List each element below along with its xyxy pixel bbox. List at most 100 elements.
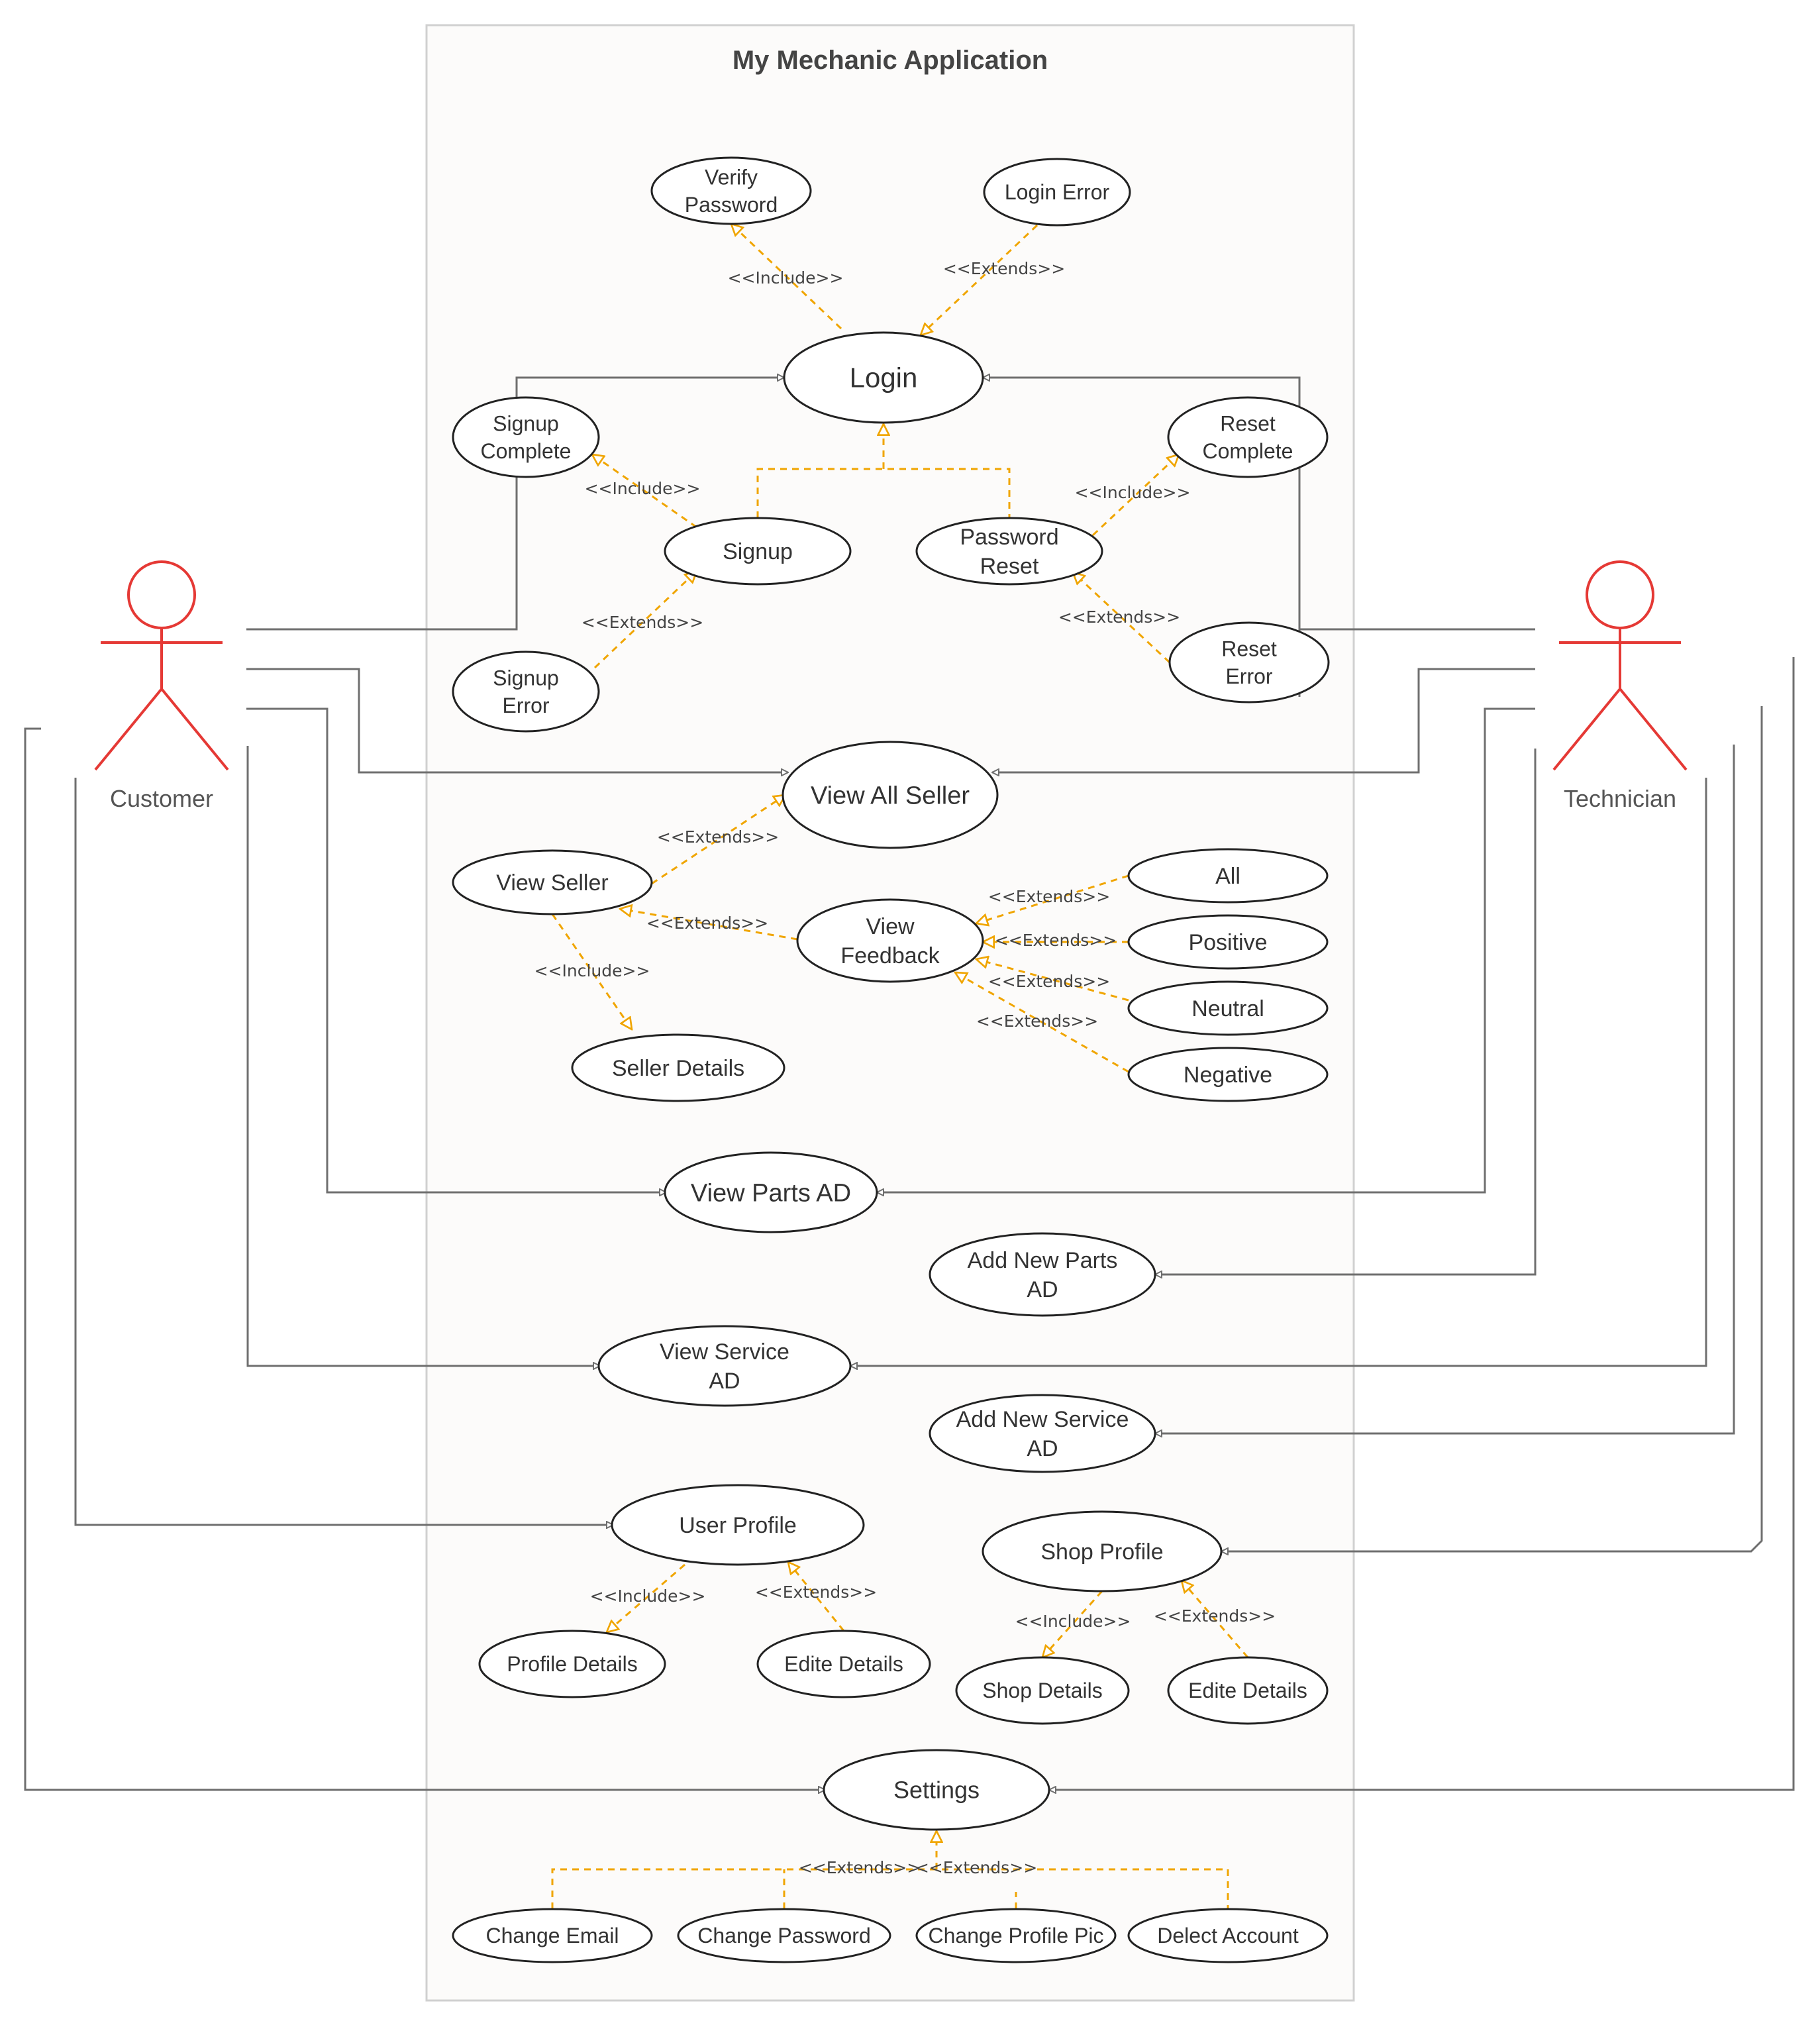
use-case-ellipse	[597, 1325, 852, 1407]
use-case-label: AD	[709, 1369, 740, 1394]
use-case-label: Edite Details	[784, 1652, 903, 1676]
use-case-label: Error	[502, 694, 549, 717]
use-case-label: Feedback	[840, 943, 940, 968]
use-case-label: Signup	[493, 411, 559, 435]
use-case-label: Signup	[493, 666, 559, 690]
dependency-signup-complete	[592, 454, 697, 529]
use-case-user-profile[interactable]: User Profile	[611, 1484, 865, 1566]
relation-label-settings-left: <<Extends>>	[799, 1858, 921, 1877]
association-cust-service	[246, 746, 600, 1366]
use-case-user-edite-details[interactable]: Edite Details	[756, 1630, 931, 1698]
use-case-label: Shop Details	[982, 1679, 1102, 1702]
use-case-shop-profile[interactable]: Shop Profile	[982, 1510, 1223, 1592]
dependency-feedback-seller	[620, 909, 798, 941]
customer-label: Customer	[110, 785, 213, 812]
use-case-ellipse	[915, 517, 1103, 586]
use-case-label: Password	[685, 193, 778, 217]
use-case-seller-details[interactable]: Seller Details	[571, 1033, 785, 1102]
use-case-delect-account[interactable]: Delect Account	[1127, 1908, 1329, 1963]
relation-label-view-feedback: <<Extends>>	[646, 913, 768, 933]
use-case-view-seller[interactable]: View Seller	[452, 849, 653, 915]
use-case-ellipse	[1127, 1047, 1329, 1102]
use-case-label: Complete	[481, 439, 572, 463]
association-tech-add-parts	[1155, 749, 1537, 1274]
use-case-ellipse	[611, 1484, 865, 1566]
use-case-label: AD	[1027, 1436, 1058, 1461]
use-case-label: Change Password	[697, 1924, 870, 1948]
customer-left-leg	[94, 688, 163, 771]
relation-label-all: <<Extends>>	[988, 887, 1110, 906]
use-case-label: Complete	[1203, 439, 1293, 463]
relation-label-shop-details: <<Include>>	[1015, 1612, 1131, 1631]
use-case-login[interactable]: Login	[783, 331, 984, 424]
use-case-shop-edite-details[interactable]: Edite Details	[1167, 1656, 1329, 1725]
use-case-label: Add New Service	[956, 1407, 1129, 1432]
use-case-ellipse	[1127, 914, 1329, 970]
use-case-neutral[interactable]: Neutral	[1127, 980, 1329, 1036]
relation-label-positive: <<Extends>>	[995, 931, 1117, 950]
use-case-ellipse	[783, 331, 984, 424]
use-case-label: Change Profile Pic	[928, 1924, 1103, 1948]
use-case-label: View Seller	[496, 870, 608, 896]
use-case-label: View Parts AD	[691, 1179, 851, 1207]
use-case-label: Positive	[1188, 930, 1267, 955]
use-case-view-parts-ad[interactable]: View Parts AD	[664, 1151, 878, 1233]
relation-label-seller-details: <<Include>>	[534, 961, 650, 980]
dependency-neu-feedback	[976, 959, 1129, 1002]
actor-technician[interactable]: Technician	[1552, 560, 1688, 812]
use-case-ellipse	[915, 1908, 1117, 1963]
use-case-ellipse	[1167, 1656, 1329, 1725]
actor-customer[interactable]: Customer	[94, 560, 229, 812]
use-case-negative[interactable]: Negative	[1127, 1047, 1329, 1102]
use-case-label: Settings	[893, 1777, 980, 1804]
use-case-login-error[interactable]: Login Error	[983, 158, 1131, 227]
use-case-label: Profile Details	[507, 1652, 637, 1676]
association-tech-add-service	[1155, 745, 1735, 1433]
use-case-signup[interactable]: Signup	[664, 517, 852, 586]
use-case-positive[interactable]: Positive	[1127, 914, 1329, 970]
use-case-ellipse	[452, 849, 653, 915]
use-case-ellipse	[664, 517, 852, 586]
use-case-profile-details[interactable]: Profile Details	[478, 1630, 666, 1698]
use-case-all[interactable]: All	[1127, 848, 1329, 904]
use-case-ellipse	[571, 1033, 785, 1102]
use-case-ellipse	[677, 1908, 891, 1963]
association-lines	[24, 378, 1795, 1790]
use-case-label: Change Email	[486, 1924, 619, 1948]
use-case-label: Verify	[705, 165, 758, 189]
association-cust-view-all	[246, 668, 788, 772]
use-case-ellipse	[452, 1908, 653, 1963]
use-case-ellipse	[478, 1630, 666, 1698]
customer-right-leg	[160, 688, 229, 771]
relation-label-reset-complete: <<Include>>	[1075, 483, 1191, 502]
relation-labels: <<Include>> <<Extends>> <<Include>> <<Exten…	[534, 259, 1276, 1877]
use-case-label: AD	[1027, 1277, 1058, 1302]
use-case-settings[interactable]: Settings	[823, 1749, 1050, 1831]
technician-right-leg	[1619, 688, 1688, 771]
relation-label-signup-error: <<Extends>>	[581, 613, 703, 632]
dependency-lines	[551, 224, 1249, 1909]
use-case-shop-details[interactable]: Shop Details	[955, 1656, 1130, 1725]
relation-label-verify: <<Include>>	[728, 268, 844, 287]
use-case-change-email[interactable]: Change Email	[452, 1908, 653, 1963]
use-case-ellipse	[1127, 980, 1329, 1036]
use-case-label: Shop Profile	[1040, 1539, 1163, 1565]
use-case-ellipse	[756, 1630, 931, 1698]
use-case-change-password[interactable]: Change Password	[677, 1908, 891, 1963]
association-cust-user-prof	[74, 778, 613, 1525]
use-case-view-all-seller[interactable]: View All Seller	[782, 741, 999, 849]
technician-left-leg	[1552, 688, 1621, 771]
use-case-label: Error	[1225, 664, 1272, 688]
use-case-change-profile-pic[interactable]: Change Profile Pic	[915, 1908, 1117, 1963]
use-case-ellipse	[650, 156, 812, 225]
